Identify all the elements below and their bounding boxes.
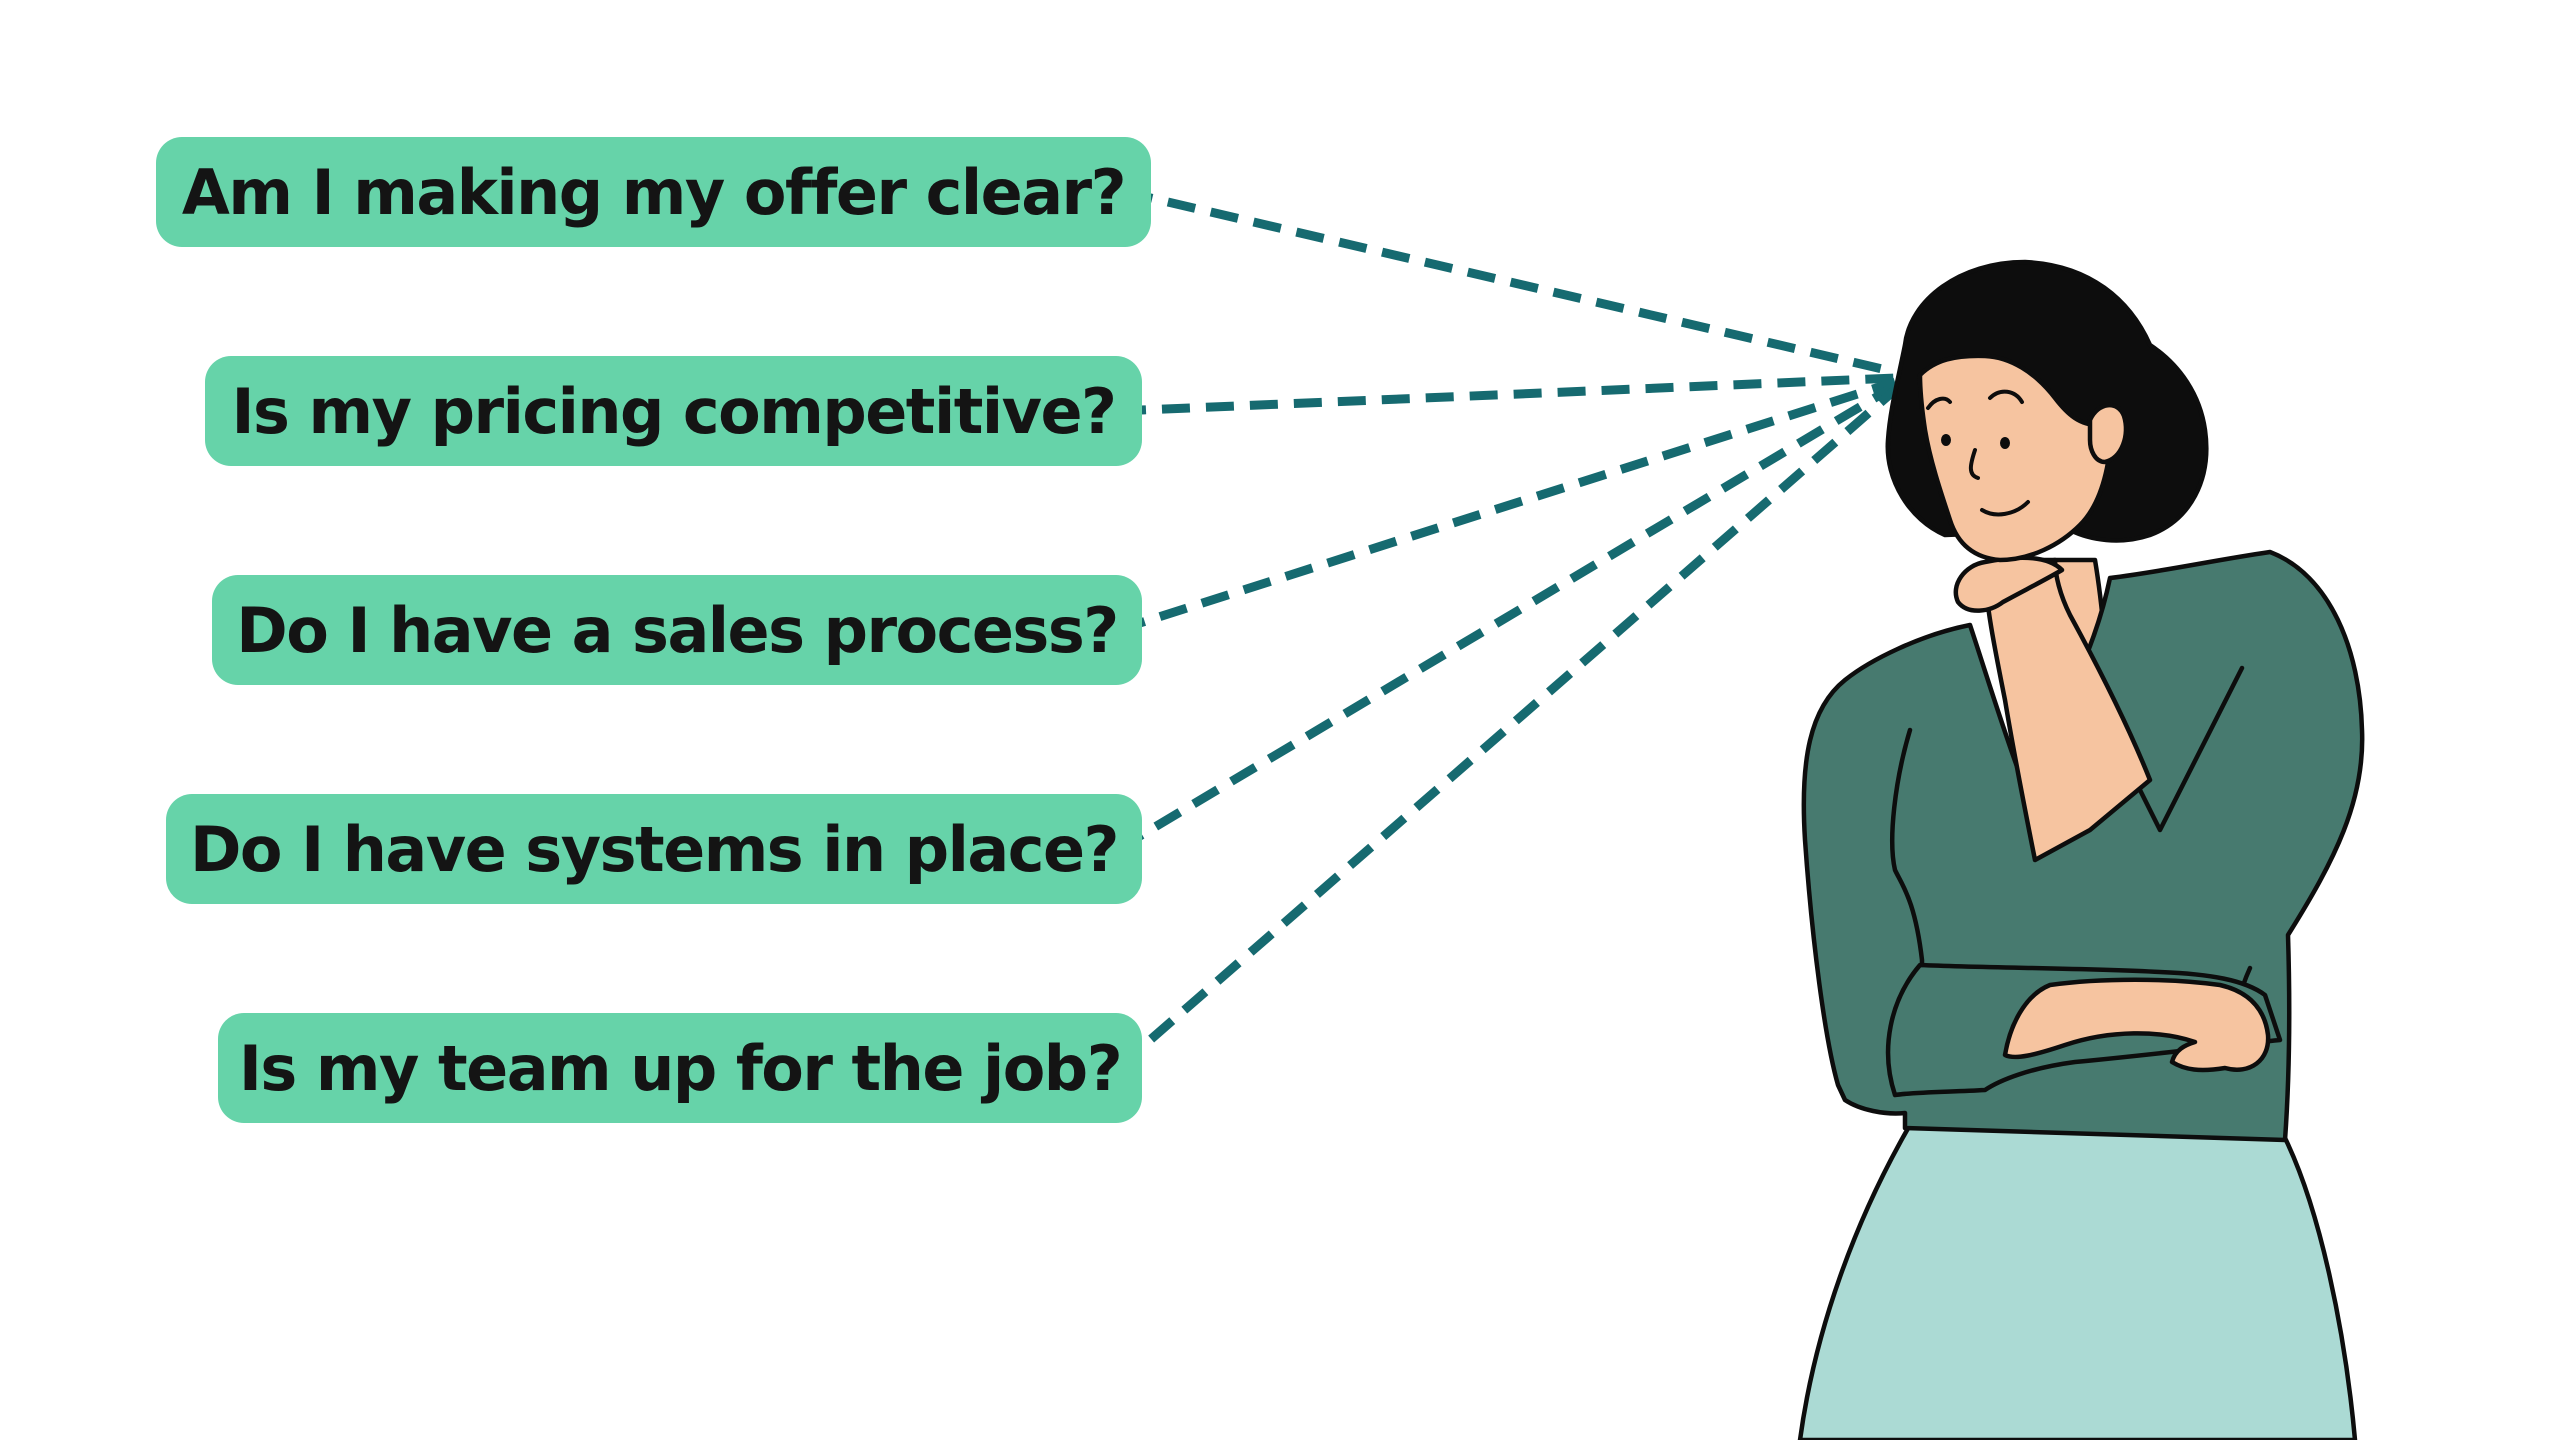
raised-arm: [1982, 557, 2153, 863]
question-box-team: Is my team up for the job?: [218, 1013, 1142, 1123]
face: [1917, 353, 2115, 563]
mouth: [1980, 500, 2030, 517]
question-box-sales-process: Do I have a sales process?: [212, 575, 1142, 685]
connector-line-3: [1116, 377, 1897, 635]
nose: [1968, 448, 1980, 480]
connector-line-4: [1115, 382, 1898, 853]
chin-hand: [1953, 555, 2065, 613]
blouse-detail-right: [2132, 665, 2245, 833]
eyebrow-left: [1926, 396, 1952, 410]
eye-right: [2000, 437, 2010, 449]
question-box-pricing: Is my pricing competitive?: [205, 356, 1142, 466]
connector-line-5: [1115, 386, 1898, 1072]
eye-left: [1941, 434, 1951, 446]
eyebrow-right: [1988, 389, 2024, 404]
skirt: [1797, 1122, 2358, 1440]
question-box-offer: Am I making my offer clear?: [156, 137, 1151, 247]
ear: [2087, 403, 2129, 465]
crossed-hand: [2002, 977, 2271, 1073]
question-box-systems: Do I have systems in place?: [166, 794, 1142, 904]
blouse-detail-left: [1890, 727, 1925, 978]
